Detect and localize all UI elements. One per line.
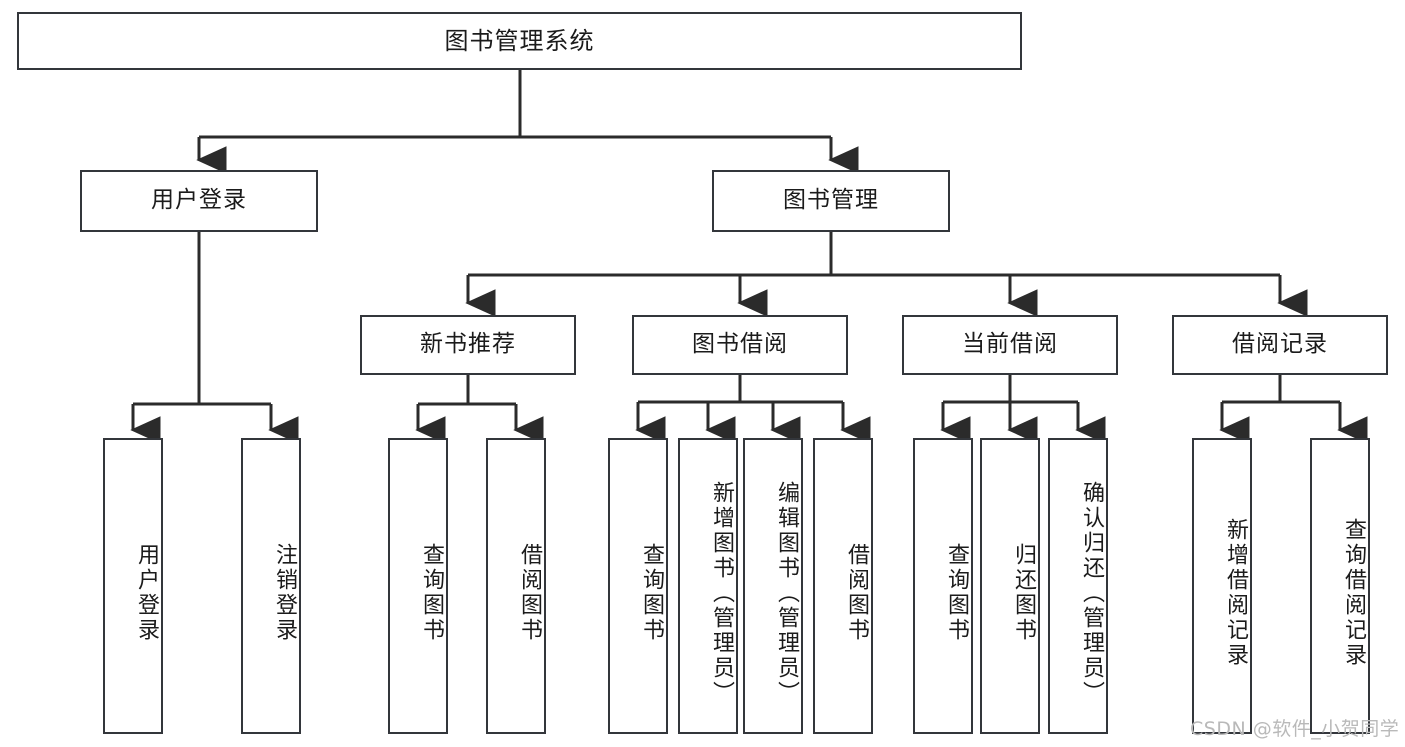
node-current-borrow[interactable]: 当前借阅 (902, 315, 1118, 375)
node-label: 新增图书（管理员） (709, 480, 734, 706)
node-label: 图书管理系统 (444, 26, 595, 55)
node-leaf-query-borrow-record[interactable]: 查询借阅记录 (1310, 438, 1370, 734)
node-label: 用户登录 (134, 543, 159, 643)
node-new-book-recommend[interactable]: 新书推荐 (360, 315, 576, 375)
node-label: 注销登录 (272, 543, 297, 643)
node-label: 查询图书 (944, 543, 969, 643)
node-borrow-record[interactable]: 借阅记录 (1172, 315, 1388, 375)
node-label: 查询借阅记录 (1341, 518, 1366, 668)
node-label: 借阅记录 (1232, 331, 1328, 358)
node-label: 用户登录 (151, 187, 247, 214)
node-book-management[interactable]: 图书管理 (712, 170, 950, 232)
node-leaf-query-book-current[interactable]: 查询图书 (913, 438, 973, 734)
node-leaf-confirm-return-admin[interactable]: 确认归还（管理员） (1048, 438, 1108, 734)
node-leaf-add-borrow-record[interactable]: 新增借阅记录 (1192, 438, 1252, 734)
node-label: 查询图书 (639, 543, 664, 643)
node-leaf-user-login[interactable]: 用户登录 (103, 438, 163, 734)
watermark-csdn: CSDN @软件_小贺同学 (1190, 718, 1400, 740)
node-label: 借阅图书 (844, 543, 869, 643)
node-leaf-borrow-book-recommend[interactable]: 借阅图书 (486, 438, 546, 734)
node-label: 查询图书 (419, 543, 444, 643)
node-label: 归还图书 (1011, 543, 1036, 643)
node-leaf-query-book-recommend[interactable]: 查询图书 (388, 438, 448, 734)
node-label: 图书管理 (783, 187, 879, 214)
node-label: 确认归还（管理员） (1079, 480, 1104, 706)
node-label: 新书推荐 (420, 331, 516, 358)
node-leaf-borrow-book[interactable]: 借阅图书 (813, 438, 873, 734)
node-leaf-add-book-admin[interactable]: 新增图书（管理员） (678, 438, 738, 734)
node-user-login[interactable]: 用户登录 (80, 170, 318, 232)
node-label: 新增借阅记录 (1223, 518, 1248, 668)
node-leaf-return-book[interactable]: 归还图书 (980, 438, 1040, 734)
node-leaf-query-book-borrow[interactable]: 查询图书 (608, 438, 668, 734)
node-label: 编辑图书（管理员） (774, 480, 799, 706)
node-root-system[interactable]: 图书管理系统 (17, 12, 1022, 70)
node-leaf-edit-book-admin[interactable]: 编辑图书（管理员） (743, 438, 803, 734)
node-label: 当前借阅 (962, 331, 1058, 358)
node-label: 图书借阅 (692, 331, 788, 358)
node-book-borrow[interactable]: 图书借阅 (632, 315, 848, 375)
node-label: 借阅图书 (517, 543, 542, 643)
node-leaf-logout-login[interactable]: 注销登录 (241, 438, 301, 734)
